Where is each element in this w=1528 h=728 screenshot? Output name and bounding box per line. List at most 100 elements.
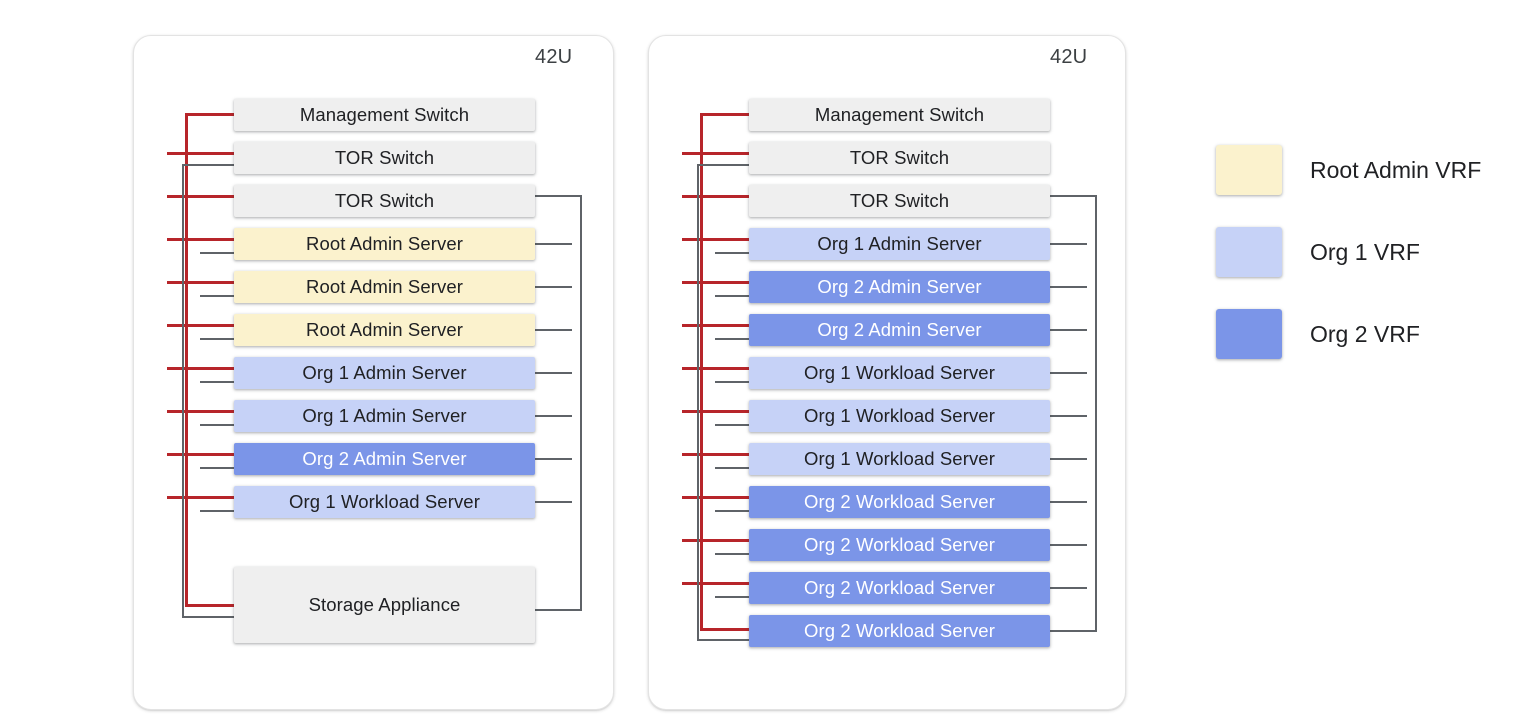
- rack-2-power-stub-6: [682, 367, 750, 370]
- device-box[interactable]: Root Admin Server: [234, 228, 535, 260]
- rack-1-capacity-label: 42U: [535, 46, 573, 68]
- rack-1-net-stub-1: [182, 164, 235, 166]
- legend-item-root-admin-vrf: Root Admin VRF: [1216, 145, 1481, 195]
- rack-2-net-right-stub-5: [1049, 329, 1087, 331]
- rack-2-net-left-riser: [697, 164, 699, 640]
- device-box[interactable]: Root Admin Server: [234, 314, 535, 346]
- legend-item-org2-vrf: Org 2 VRF: [1216, 309, 1420, 359]
- rack-1-power-stub-0: [185, 113, 235, 116]
- rack-2-power-stub-12: [700, 628, 750, 631]
- rack-2-net-stub-4: [715, 295, 750, 297]
- device-box[interactable]: Org 1 Workload Server: [234, 486, 535, 518]
- rack-2-power-stub-10: [682, 539, 750, 542]
- device-box[interactable]: TOR Switch: [749, 142, 1050, 174]
- rack-1-net-stub-5: [200, 338, 235, 340]
- rack-1-power-stub-10: [185, 604, 235, 607]
- rack-2-power-stub-7: [682, 410, 750, 413]
- legend: Root Admin VRF Org 1 VRF Org 2 VRF: [1216, 145, 1506, 360]
- rack-2-net-stub-8: [715, 467, 750, 469]
- device-box[interactable]: Management Switch: [234, 99, 535, 131]
- device-box[interactable]: Org 1 Admin Server: [234, 357, 535, 389]
- rack-2-net-stub-5: [715, 338, 750, 340]
- device-box[interactable]: Storage Appliance: [234, 567, 535, 643]
- legend-swatch-root-admin-vrf: [1216, 145, 1282, 195]
- rack-2-power-bus: [700, 113, 703, 631]
- rack-1-net-right-bottom: [534, 609, 582, 611]
- rack-2-power-stub-11: [682, 582, 750, 585]
- rack-2-net-stub-11: [715, 596, 750, 598]
- rack-2-net-right-stub-3: [1049, 243, 1087, 245]
- legend-swatch-org2-vrf: [1216, 309, 1282, 359]
- device-box[interactable]: Root Admin Server: [234, 271, 535, 303]
- device-box[interactable]: Org 2 Workload Server: [749, 529, 1050, 561]
- rack-1-power-stub-2: [167, 195, 235, 198]
- legend-item-org1-vrf: Org 1 VRF: [1216, 227, 1420, 277]
- device-box[interactable]: TOR Switch: [749, 185, 1050, 217]
- rack-2-net-stub-6: [715, 381, 750, 383]
- rack-1-power-bus: [185, 113, 188, 604]
- rack-2-net-right-stub-6: [1049, 372, 1087, 374]
- rack-1-net-stub-7: [200, 424, 235, 426]
- rack-1-net-right-stub-7: [534, 415, 572, 417]
- device-box[interactable]: Org 2 Workload Server: [749, 486, 1050, 518]
- legend-label: Org 2 VRF: [1310, 320, 1420, 347]
- rack-2-power-stub-5: [682, 324, 750, 327]
- device-box[interactable]: Org 2 Admin Server: [749, 314, 1050, 346]
- rack-2-net-stub-1: [697, 164, 750, 166]
- rack-2-power-stub-9: [682, 496, 750, 499]
- device-box[interactable]: Org 2 Workload Server: [749, 572, 1050, 604]
- rack-1-net-stub-10: [182, 616, 235, 618]
- device-box[interactable]: Org 1 Admin Server: [234, 400, 535, 432]
- device-box[interactable]: TOR Switch: [234, 185, 535, 217]
- device-box[interactable]: Org 1 Admin Server: [749, 228, 1050, 260]
- rack-2-power-stub-1: [682, 152, 750, 155]
- rack-2-power-stub-4: [682, 281, 750, 284]
- rack-2-power-stub-3: [682, 238, 750, 241]
- device-box[interactable]: Management Switch: [749, 99, 1050, 131]
- rack-1-net-right-stub-3: [534, 243, 572, 245]
- device-box[interactable]: Org 2 Workload Server: [749, 615, 1050, 647]
- rack-1-power-stub-9: [167, 496, 235, 499]
- rack-2-net-right-stub-11: [1049, 587, 1087, 589]
- rack-1-power-stub-6: [167, 367, 235, 370]
- rack-1-net-stub-6: [200, 381, 235, 383]
- rack-2-capacity-label: 42U: [1050, 46, 1088, 68]
- rack-2-net-stub-9: [715, 510, 750, 512]
- legend-label: Org 1 VRF: [1310, 238, 1420, 265]
- rack-1-net-right-stub-5: [534, 329, 572, 331]
- rack-2-net-stub-12: [697, 639, 750, 641]
- rack-1-net-right-top: [534, 195, 582, 197]
- rack-2-net-right-stub-9: [1049, 501, 1087, 503]
- rack-1-net-stub-4: [200, 295, 235, 297]
- rack-2-net-right-bus: [1095, 195, 1097, 632]
- rack-2-power-stub-2: [682, 195, 750, 198]
- rack-1-power-stub-7: [167, 410, 235, 413]
- rack-1-power-stub-3: [167, 238, 235, 241]
- rack-1-net-left-riser: [182, 164, 184, 617]
- rack-2-net-right-stub-10: [1049, 544, 1087, 546]
- device-box[interactable]: Org 1 Workload Server: [749, 443, 1050, 475]
- rack-1-net-right-bus: [580, 195, 582, 611]
- device-box[interactable]: Org 1 Workload Server: [749, 357, 1050, 389]
- rack-2-net-right-stub-4: [1049, 286, 1087, 288]
- rack-2-net-right-stub-8: [1049, 458, 1087, 460]
- rack-1-power-stub-5: [167, 324, 235, 327]
- rack-2-power-stub-8: [682, 453, 750, 456]
- rack-1-net-right-stub-4: [534, 286, 572, 288]
- device-box[interactable]: Org 2 Admin Server: [749, 271, 1050, 303]
- rack-2-net-stub-10: [715, 553, 750, 555]
- rack-2-net-stub-3: [715, 252, 750, 254]
- device-box[interactable]: Org 1 Workload Server: [749, 400, 1050, 432]
- device-box[interactable]: TOR Switch: [234, 142, 535, 174]
- rack-1-net-right-stub-9: [534, 501, 572, 503]
- rack-1-power-stub-4: [167, 281, 235, 284]
- rack-1-net-stub-3: [200, 252, 235, 254]
- legend-label: Root Admin VRF: [1310, 156, 1482, 183]
- rack-2-net-right-bottom: [1049, 630, 1097, 632]
- rack-1-net-right-stub-6: [534, 372, 572, 374]
- device-box[interactable]: Org 2 Admin Server: [234, 443, 535, 475]
- rack-2-net-right-top: [1049, 195, 1097, 197]
- rack-1-net-right-stub-8: [534, 458, 572, 460]
- legend-swatch-org1-vrf: [1216, 227, 1282, 277]
- rack-2-power-stub-0: [700, 113, 750, 116]
